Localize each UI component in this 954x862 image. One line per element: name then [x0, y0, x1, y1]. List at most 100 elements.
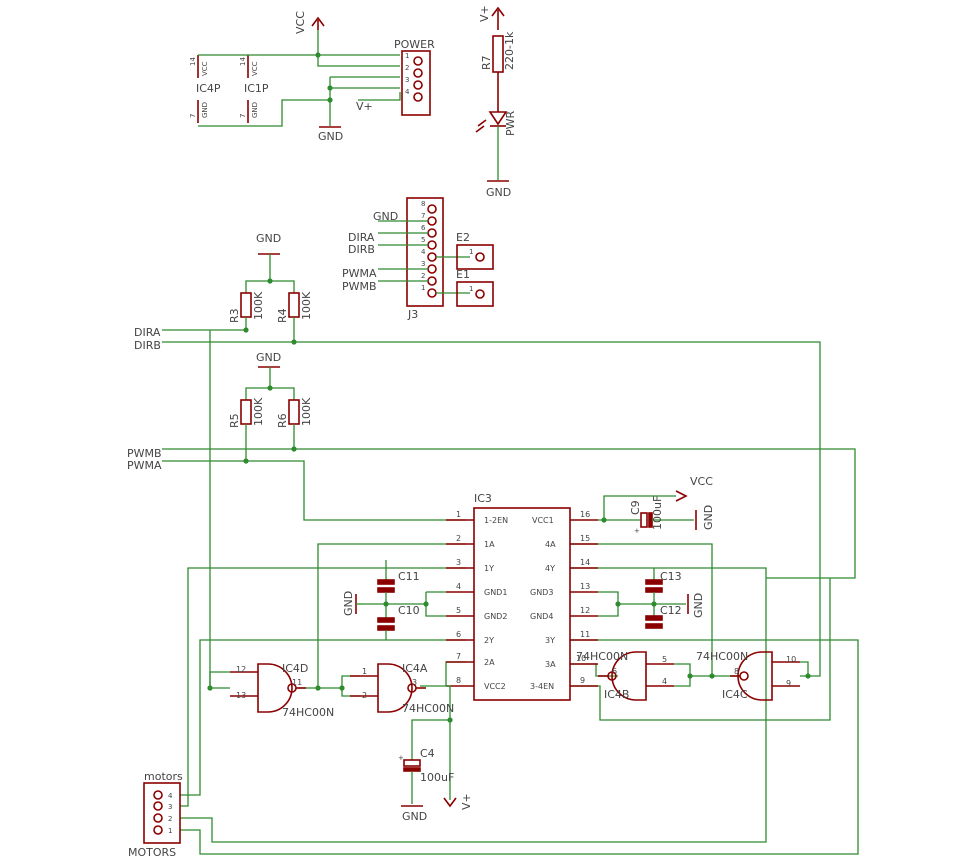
- c11-name: C11: [398, 570, 420, 583]
- r7-name: R7: [480, 55, 493, 70]
- c9-gnd-label: GND: [702, 505, 715, 530]
- ic3-pin-1-num: 1: [456, 510, 461, 519]
- j3-net-pwmb: PWMB: [342, 280, 377, 293]
- motors-connector: motors 4 3 2 1 MOTORS: [128, 770, 183, 859]
- motors-bottom-label: MOTORS: [128, 846, 176, 859]
- ic3-right-pins: 16 VCC1 15 4A 14 4Y 13 GND3 12 GND4 11 3…: [530, 510, 598, 691]
- j3-net-gnd: GND: [373, 210, 398, 223]
- ic4b-pin-in2: 4: [662, 677, 667, 686]
- c13-name: C13: [660, 570, 682, 583]
- r4-value: 100K: [300, 291, 313, 320]
- j3-net-dira: DIRA: [348, 231, 375, 244]
- ic4p-vcc-pin-number: 14: [189, 57, 197, 66]
- c11-c10-capacitors: GND C11 C10: [342, 560, 446, 640]
- ic4d-nand-gate: 12 13 11 IC4D 74HC00N: [230, 662, 334, 719]
- r6-value: 100K: [300, 397, 313, 426]
- dira-net-label: DIRA: [134, 326, 161, 339]
- ic4a-nand-gate: 1 2 3 IC4A 74HC00N: [350, 662, 454, 715]
- c9-vcc-label: VCC: [690, 475, 713, 488]
- vcc-supply-symbol: VCC: [294, 11, 325, 34]
- c-right-gnd-label: GND: [692, 593, 705, 618]
- led-name: PWR: [504, 110, 517, 136]
- ic4a-part: 74HC00N: [402, 702, 454, 715]
- ic4p-power-pins: 14 VCC IC4P 7 GND: [189, 55, 221, 123]
- ic1p-name: IC1P: [244, 82, 269, 95]
- led-gnd-label: GND: [486, 186, 511, 199]
- ic3-pin-2-num: 2: [456, 534, 461, 543]
- ic1p-gnd-pin-number: 7: [239, 114, 247, 118]
- vcc-label: VCC: [294, 11, 307, 34]
- c4-capacitor: V+ + C4 100uF GND: [398, 685, 473, 823]
- ic1p-gnd-pin-name: GND: [251, 102, 259, 118]
- power-pin-1: 1: [405, 52, 409, 60]
- ic4a-name: IC4A: [402, 662, 428, 675]
- ic3-pin-9-num: 9: [580, 676, 585, 685]
- pwma-net-label: PWMA: [127, 459, 162, 472]
- j3-net-dirb: DIRB: [348, 243, 375, 256]
- ic4c-pin-out: 8: [734, 667, 739, 676]
- power-pin-2: 2: [405, 64, 409, 72]
- ic1p-power-pins: 14 VCC IC1P 7 GND: [239, 55, 269, 123]
- ic4c-pin-in2: 9: [786, 679, 791, 688]
- ic3-pin-6-name: 2Y: [484, 636, 494, 645]
- r5-name: R5: [228, 413, 241, 428]
- c4-name: C4: [420, 747, 435, 760]
- ic3-name: IC3: [474, 492, 492, 505]
- ic4p-gnd-pin-number: 7: [189, 114, 197, 118]
- c9-capacitor: VCC + C9 100uF GND: [598, 475, 715, 535]
- ic3-pin-14-name: 4Y: [545, 564, 555, 573]
- ic1p-vcc-pin-number: 14: [239, 57, 247, 66]
- ic4a-pin-in2: 2: [362, 691, 367, 700]
- c4-vplus-label: V+: [460, 793, 473, 810]
- ic4b-nand-gate: 5 4 6 IC4B 74HC00N: [576, 650, 674, 701]
- j3-pin-2: 2: [421, 272, 425, 280]
- power-gnd-label: GND: [318, 130, 343, 143]
- pwm-gnd-label: GND: [256, 351, 281, 364]
- ic4c-nand-gate: 10 9 8 IC4C 74HC00N: [696, 650, 800, 701]
- dir-pulldowns: GND R3 100K R4 100K DIRA DIRB: [134, 232, 313, 352]
- dir-gnd-label: GND: [256, 232, 281, 245]
- ic3-left-pins: 1 1-2EN 2 1A 3 1Y 4 GND1 5 GND2 6 2Y 7 2…: [446, 510, 508, 691]
- ic4p-vcc-pin-name: VCC: [201, 61, 209, 76]
- power-pin-3: 3: [405, 76, 409, 84]
- j3-pin-6: 6: [421, 224, 426, 232]
- power-gnd-symbol: GND: [318, 126, 343, 143]
- e1-name: E1: [456, 268, 470, 281]
- ic3-pin-5-num: 5: [456, 606, 461, 615]
- motors-pin-2: 2: [168, 815, 172, 823]
- dirb-net-label: DIRB: [134, 339, 161, 352]
- ic3-pin-11-num: 11: [580, 630, 590, 639]
- j3-net-pwma: PWMA: [342, 267, 377, 280]
- r7-value: 220-1k: [503, 31, 516, 70]
- j3-name: J3: [407, 308, 418, 321]
- ic4c-part: 74HC00N: [696, 650, 748, 663]
- ic4b-pin-out: 6: [612, 667, 617, 676]
- power-section: VCC 14 VCC IC4P 7 GND 14 VCC IC1P 7 GND: [189, 11, 435, 143]
- e2-pad: E2 1: [456, 231, 494, 270]
- power-connector: POWER 1 2 3 4: [394, 38, 435, 116]
- ic4a-pin-out: 3: [412, 678, 417, 687]
- ic3-pin-7-name: 2A: [484, 658, 495, 667]
- ic3-pin-3-name: 1Y: [484, 564, 494, 573]
- motors-pin-1: 1: [168, 827, 172, 835]
- c-left-gnd-label: GND: [342, 591, 355, 616]
- ic3-pin-2-name: 1A: [484, 540, 495, 549]
- ic4b-name: IC4B: [604, 688, 629, 701]
- ic1p-vcc-pin-name: VCC: [251, 61, 259, 76]
- ic3-chip: IC3 1 1-2EN 2 1A 3 1Y 4 GND1 5 GND2 6 2Y…: [446, 492, 598, 701]
- e1-pin: 1: [469, 285, 473, 293]
- ic3-pin-10-name: 3A: [545, 660, 556, 669]
- j3-pin-3: 3: [421, 260, 425, 268]
- ic4d-name: IC4D: [282, 662, 308, 675]
- pwmb-net-label: PWMB: [127, 447, 162, 460]
- ic3-pin-8-num: 8: [456, 676, 461, 685]
- ic3-pin-1-name: 1-2EN: [484, 516, 508, 525]
- ic4a-pin-in1: 1: [362, 667, 367, 676]
- ic4d-part: 74HC00N: [282, 706, 334, 719]
- c4-value: 100uF: [420, 771, 454, 784]
- ic4d-pin-out: 11: [292, 678, 302, 687]
- c12-name: C12: [660, 604, 682, 617]
- ic4p-gnd-pin-name: GND: [201, 102, 209, 118]
- ic4c-pin-in1: 10: [786, 655, 796, 664]
